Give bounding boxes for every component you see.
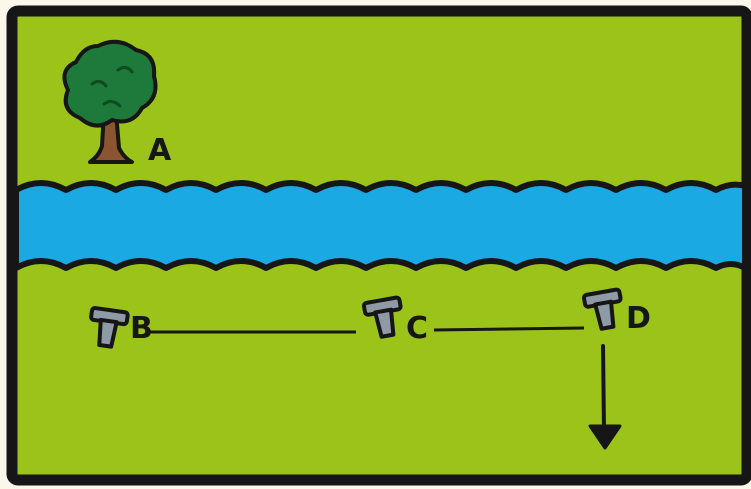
stake-d-label: D [626,301,651,336]
tree-label: A [148,133,172,168]
stake-c-label: C [406,311,428,346]
line-c-to-d [434,328,584,330]
stake-b-label: B [130,311,153,346]
river [16,183,745,268]
